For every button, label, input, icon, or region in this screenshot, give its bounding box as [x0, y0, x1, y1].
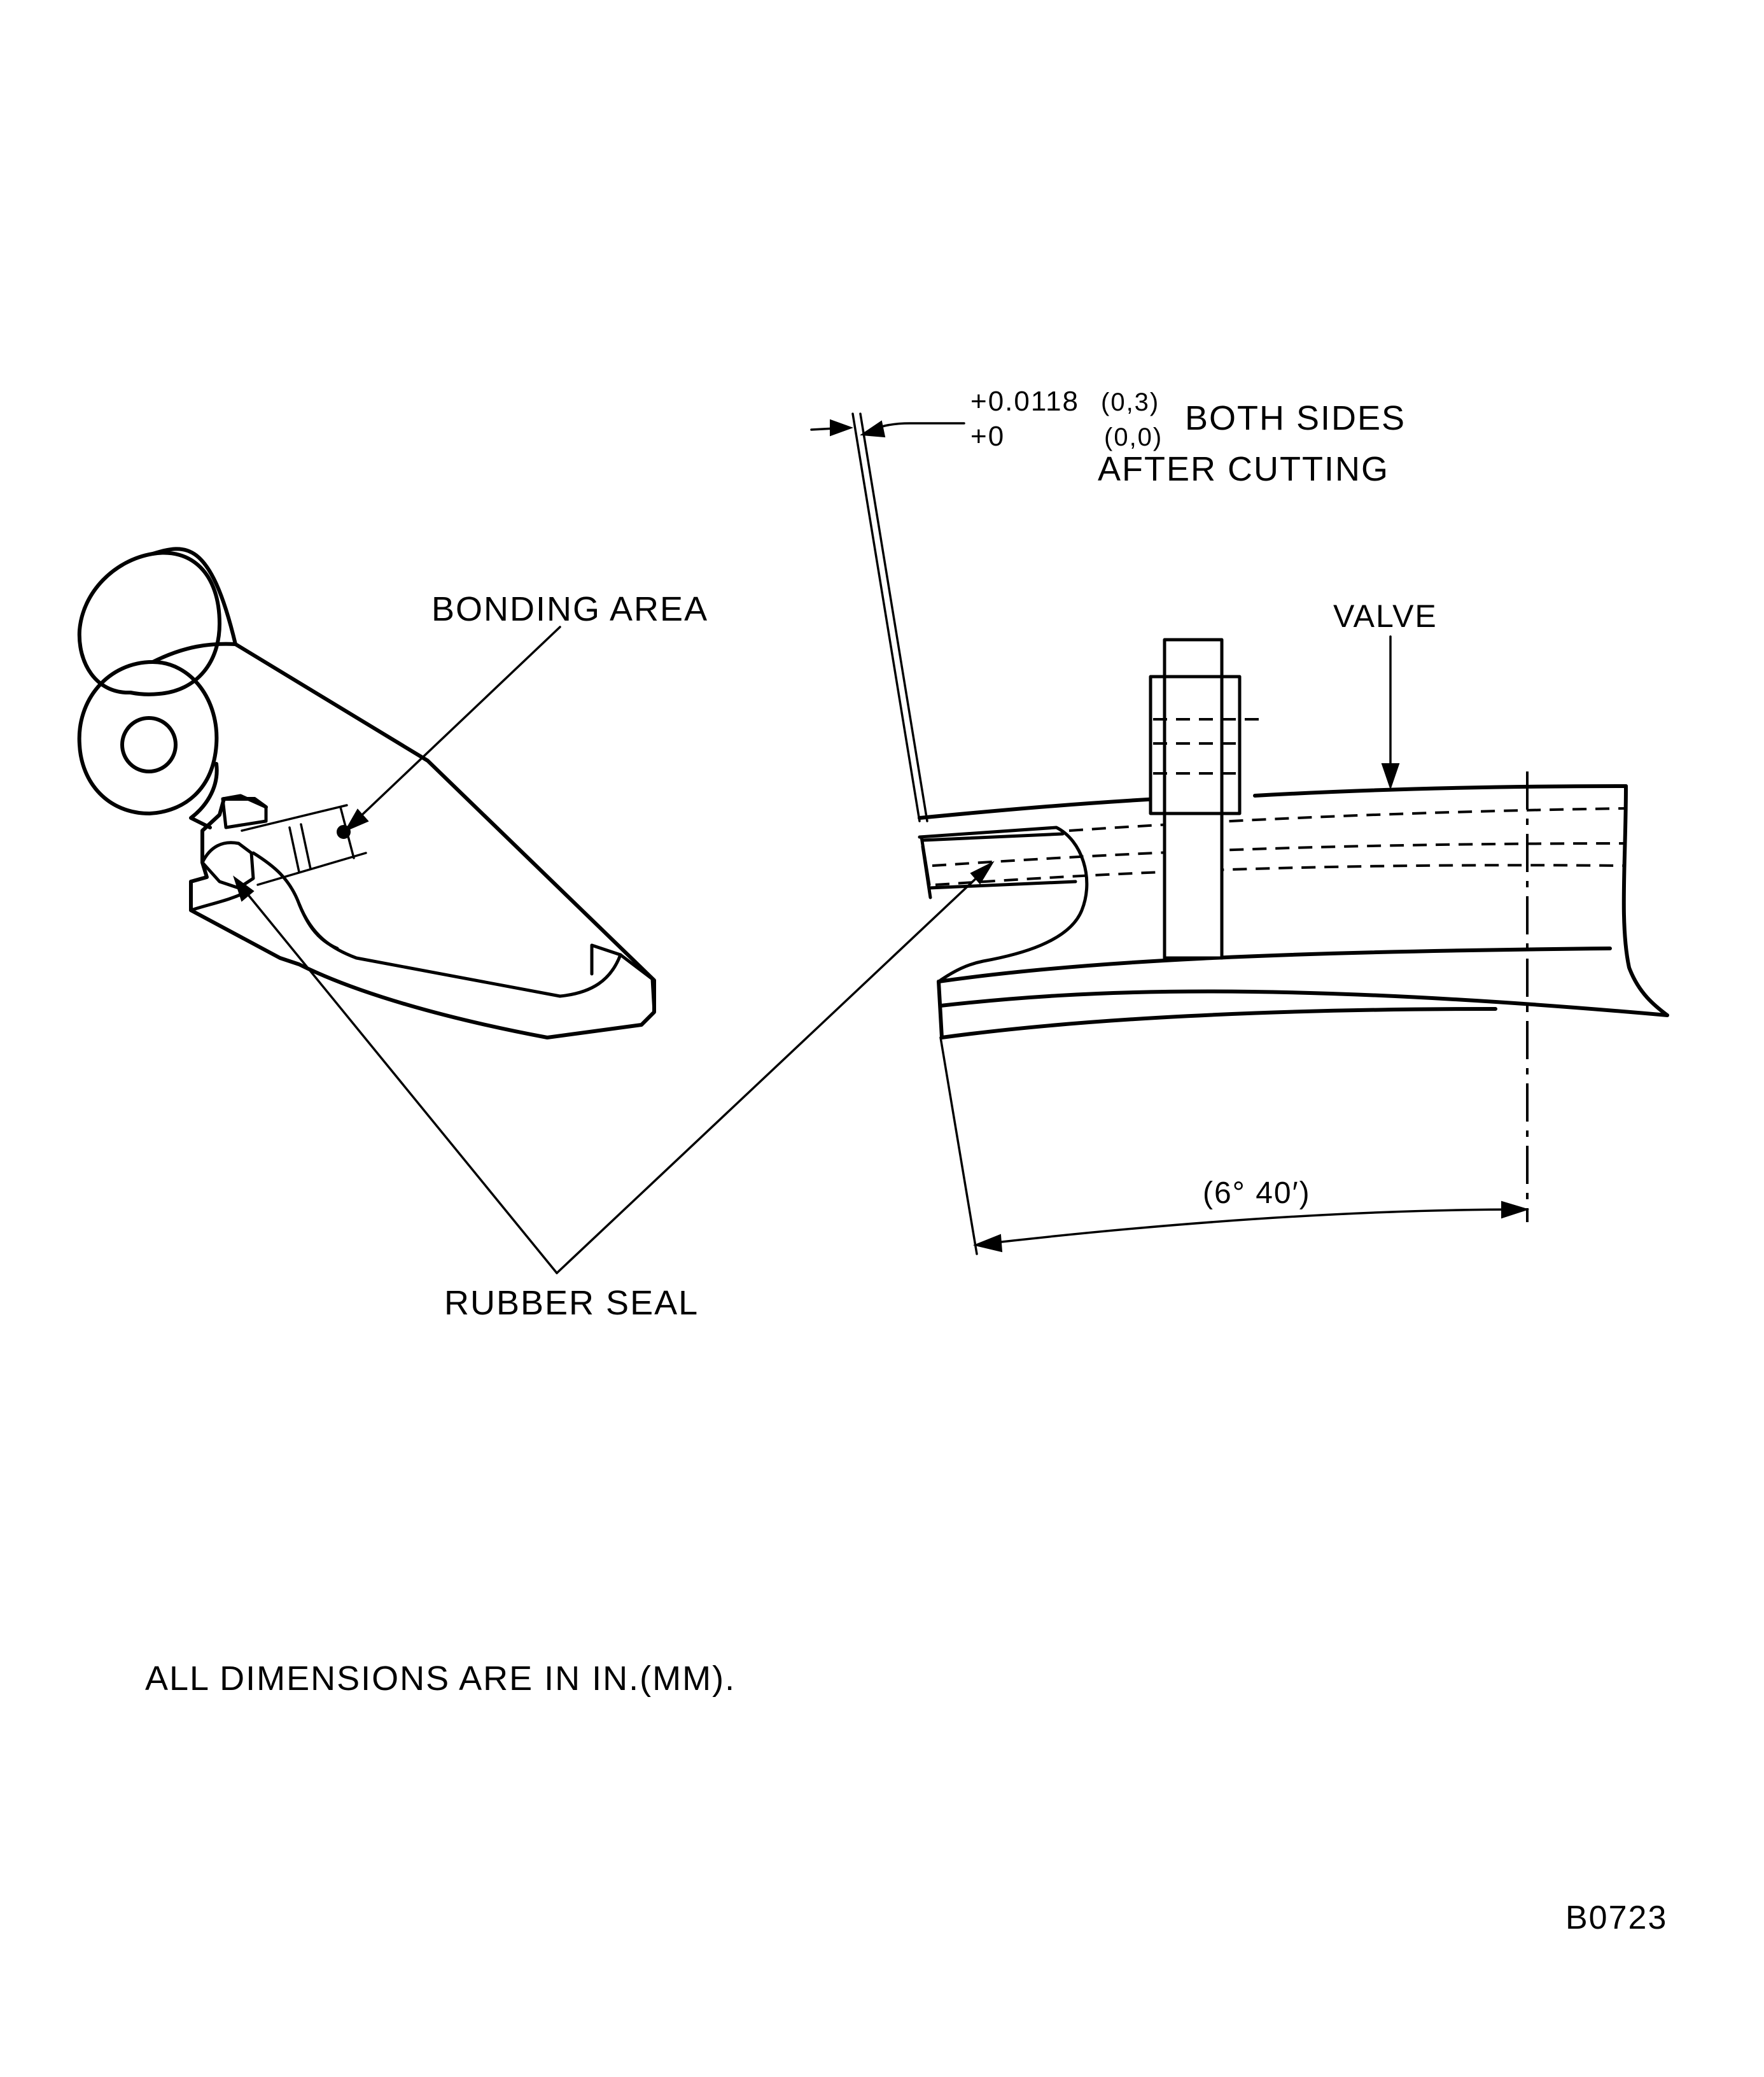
seal-part-outline — [77, 547, 656, 1039]
bonding-area-label: BONDING AREA — [431, 590, 708, 628]
tolerance-upper: +0.0118 — [970, 386, 1079, 417]
labels: +0.0118 (0,3) +0 (0,0) BOTH SIDES AFTER … — [145, 386, 1667, 1936]
valve-body-top — [918, 797, 1160, 820]
cut-line-2 — [859, 412, 928, 822]
seal-channel — [221, 794, 268, 829]
figure-id: B0723 — [1565, 1899, 1667, 1936]
tolerance-lower: +0 — [970, 421, 1005, 452]
extension-line-lower — [939, 1036, 978, 1255]
tolerance-lower-mm: (0,0) — [1104, 423, 1163, 451]
after-cutting-label: AFTER CUTTING — [1098, 450, 1389, 488]
angle-label: (6° 40′) — [1203, 1176, 1311, 1210]
valve-body-bottom — [937, 947, 1612, 983]
hub-hole — [120, 716, 178, 773]
valve-section-view — [810, 412, 1669, 1255]
cut-line-1 — [851, 412, 921, 822]
rubber-seal-leader-right — [556, 864, 991, 1274]
hidden-line-2 — [932, 842, 1627, 867]
bonding-area-leader — [347, 626, 561, 829]
hub-outline — [129, 551, 221, 696]
hidden-line-1 — [1068, 807, 1627, 832]
bonding-area-lower-line — [256, 852, 367, 886]
dimensions-note: ALL DIMENSIONS ARE IN IN.(MM). — [145, 1659, 736, 1698]
rubber-seal-leader-left — [236, 880, 558, 1274]
angle-dimension-arc — [977, 1208, 1527, 1246]
rubber-seal-label: RUBBER SEAL — [444, 1284, 699, 1322]
hub-boss — [77, 660, 219, 815]
leader-lines — [233, 626, 995, 1274]
tolerance-upper-mm: (0,3) — [1101, 388, 1159, 416]
valve-label: VALVE — [1333, 598, 1438, 634]
bonding-area-upper-line — [241, 804, 348, 832]
valve-seal-end — [918, 826, 1089, 982]
both-sides-label: BOTH SIDES — [1185, 399, 1406, 437]
